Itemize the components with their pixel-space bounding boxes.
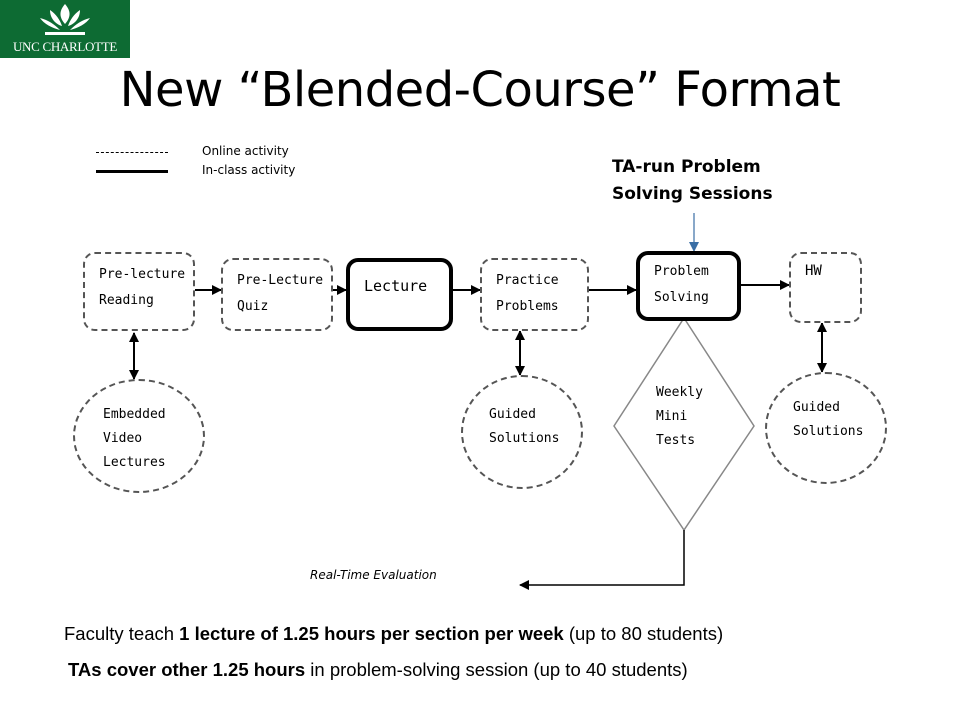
node-text: Weekly (656, 385, 703, 400)
pre-lecture-reading-box: Pre-lecture Reading (83, 252, 195, 331)
legend-inclass-label: In-class activity (202, 163, 296, 177)
weekly-tests-label: Weekly Mini Tests (656, 381, 703, 453)
node-text: Embedded (103, 407, 166, 422)
node-text: HW (805, 263, 822, 279)
note-bold-text: TAs cover other 1.25 hours (68, 659, 306, 680)
node-text: Solving (654, 290, 709, 305)
guided-solutions-circle-2: Guided Solutions (765, 372, 887, 484)
practice-problems-box: Practice Problems (480, 258, 589, 331)
guided-solutions-circle-1: Guided Solutions (461, 375, 583, 489)
node-text: Guided (793, 400, 840, 415)
legend-inclass-line (96, 170, 168, 173)
note-text: (up to 80 students) (563, 623, 724, 644)
node-text: Tests (656, 433, 696, 448)
node-text: Solutions (489, 431, 560, 446)
node-text: Reading (99, 293, 154, 308)
legend-online-label: Online activity (202, 144, 289, 158)
real-time-evaluation-label: Real-Time Evaluation (310, 568, 437, 582)
node-text: Quiz (237, 299, 269, 314)
node-text: Pre-lecture (99, 267, 186, 282)
faculty-note: Faculty teach 1 lecture of 1.25 hours pe… (64, 623, 723, 645)
node-text: Practice (496, 273, 559, 288)
ta-callout-line2: Solving Sessions (612, 184, 773, 204)
hw-box: HW (789, 252, 862, 323)
node-text: Lectures (103, 455, 166, 470)
problem-solving-box: Problem Solving (636, 251, 741, 321)
real-time-evaluation-line (519, 530, 685, 590)
embedded-video-lectures-circle: Embedded Video Lectures (73, 379, 205, 493)
ta-callout: TA-run Problem Solving Sessions (612, 154, 812, 208)
node-text: Mini (656, 409, 688, 424)
pre-lecture-quiz-box: Pre-Lecture Quiz (221, 258, 333, 331)
node-text: Solutions (793, 424, 864, 439)
crown-icon (40, 4, 90, 35)
lecture-box: Lecture (346, 258, 453, 331)
node-text: Pre-Lecture (237, 273, 324, 288)
page-title: New “Blended-Course” Format (119, 62, 841, 118)
note-bold-text: 1 lecture of 1.25 hours per section per … (179, 623, 564, 644)
node-text: Problems (496, 299, 559, 314)
logo-text: UNC CHARLOTTE (12, 39, 118, 54)
ta-note: TAs cover other 1.25 hours in problem-so… (68, 659, 688, 681)
note-text: in problem-solving session (up to 40 stu… (305, 659, 688, 680)
node-text: Video (103, 431, 143, 446)
node-text: Problem (654, 264, 709, 279)
unc-charlotte-logo: UNC CHARLOTTE (0, 0, 130, 58)
node-text: Lecture (364, 277, 428, 295)
legend-online-line (96, 152, 168, 153)
ta-callout-line1: TA-run Problem (612, 157, 761, 177)
note-text: Faculty teach (64, 623, 180, 644)
node-text: Guided (489, 407, 536, 422)
